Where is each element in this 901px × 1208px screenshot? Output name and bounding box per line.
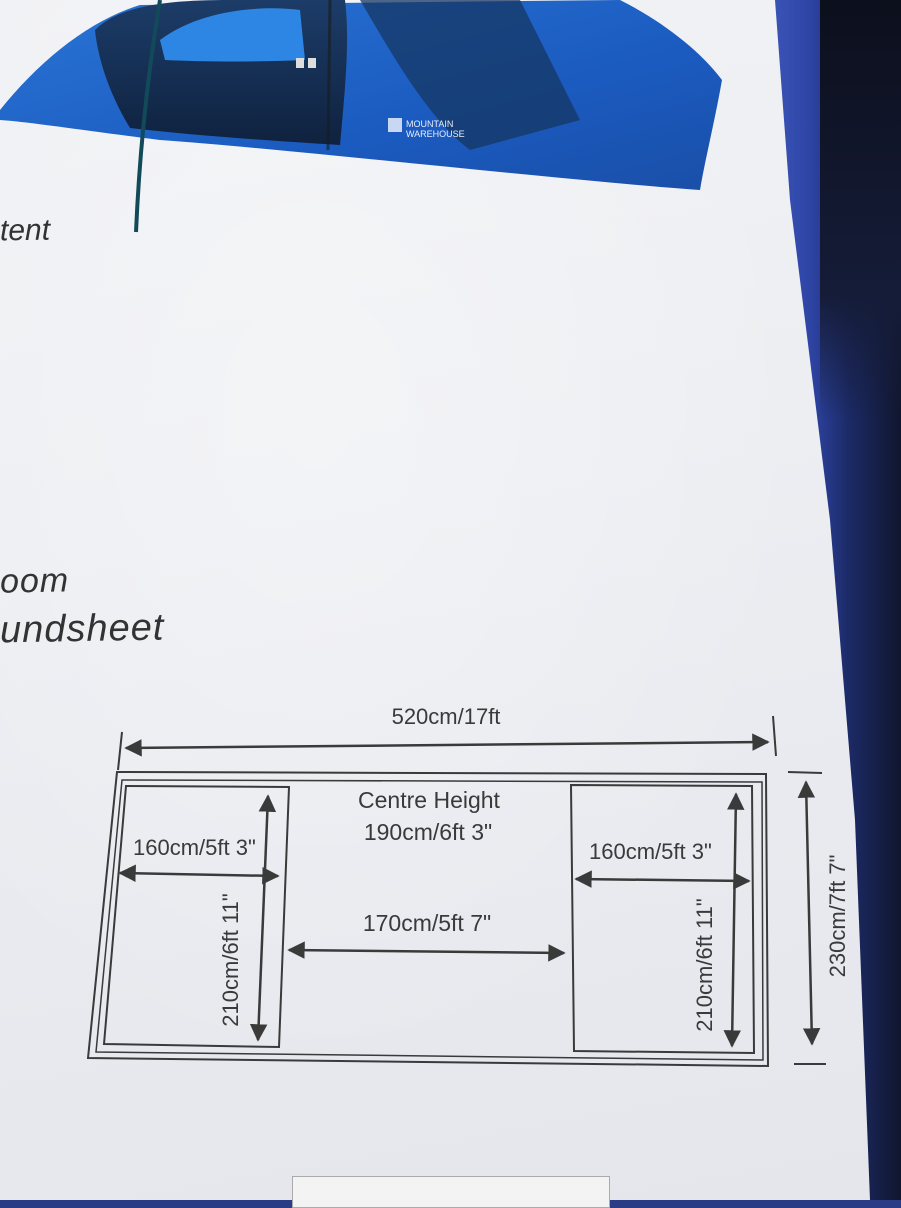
caption-room: oom	[0, 561, 70, 601]
overall-length-arrow	[124, 733, 770, 757]
tent-guy-line	[134, 0, 162, 233]
overall-length-tick-left	[117, 731, 123, 771]
floor-plan-diagram: 520cm/17ft Centre Height 190cm/6ft 3" 16…	[86, 704, 850, 1068]
right-room-width-arrow	[574, 870, 751, 890]
overall-length-tick-right	[772, 715, 777, 757]
overall-width-tick-top	[787, 771, 823, 774]
background-shadow	[820, 0, 901, 420]
svg-text:WAREHOUSE: WAREHOUSE	[406, 129, 465, 139]
right-room-length-arrow	[723, 792, 745, 1048]
svg-text:MOUNTAIN: MOUNTAIN	[406, 119, 453, 129]
left-bedroom	[102, 784, 291, 1049]
living-area-width-label: 170cm/5ft 7"	[363, 910, 491, 936]
overall-width-arrow	[797, 780, 821, 1046]
footprint-outer	[86, 770, 770, 1068]
caption-groundsheet: undsheet	[0, 606, 165, 652]
footprint-inner	[95, 779, 764, 1061]
overall-width-label: 230cm/7ft 7"	[825, 855, 850, 978]
overall-length-label: 520cm/17ft	[392, 704, 501, 729]
tent-side-panel	[360, 0, 580, 150]
right-room-length-label: 210cm/6ft 11"	[692, 898, 717, 1031]
centre-height-value: 190cm/6ft 3"	[364, 819, 492, 845]
left-room-length-label: 210cm/6ft 11"	[218, 893, 243, 1026]
caption-tent: tent	[0, 213, 51, 248]
left-room-length-arrow	[249, 794, 277, 1042]
tent-photo: MOUNTAIN WAREHOUSE	[0, 0, 722, 233]
right-room-width-label: 160cm/5ft 3"	[589, 839, 712, 864]
left-room-width-label: 160cm/5ft 3"	[133, 835, 256, 860]
living-area-width-arrow	[287, 941, 566, 962]
right-bedroom	[569, 783, 756, 1055]
left-room-width-arrow	[118, 864, 280, 885]
bottom-label-box	[292, 1176, 610, 1208]
centre-height-title: Centre Height	[358, 787, 501, 813]
tent-opening	[160, 8, 305, 62]
brand-logo: MOUNTAIN WAREHOUSE	[388, 118, 465, 139]
